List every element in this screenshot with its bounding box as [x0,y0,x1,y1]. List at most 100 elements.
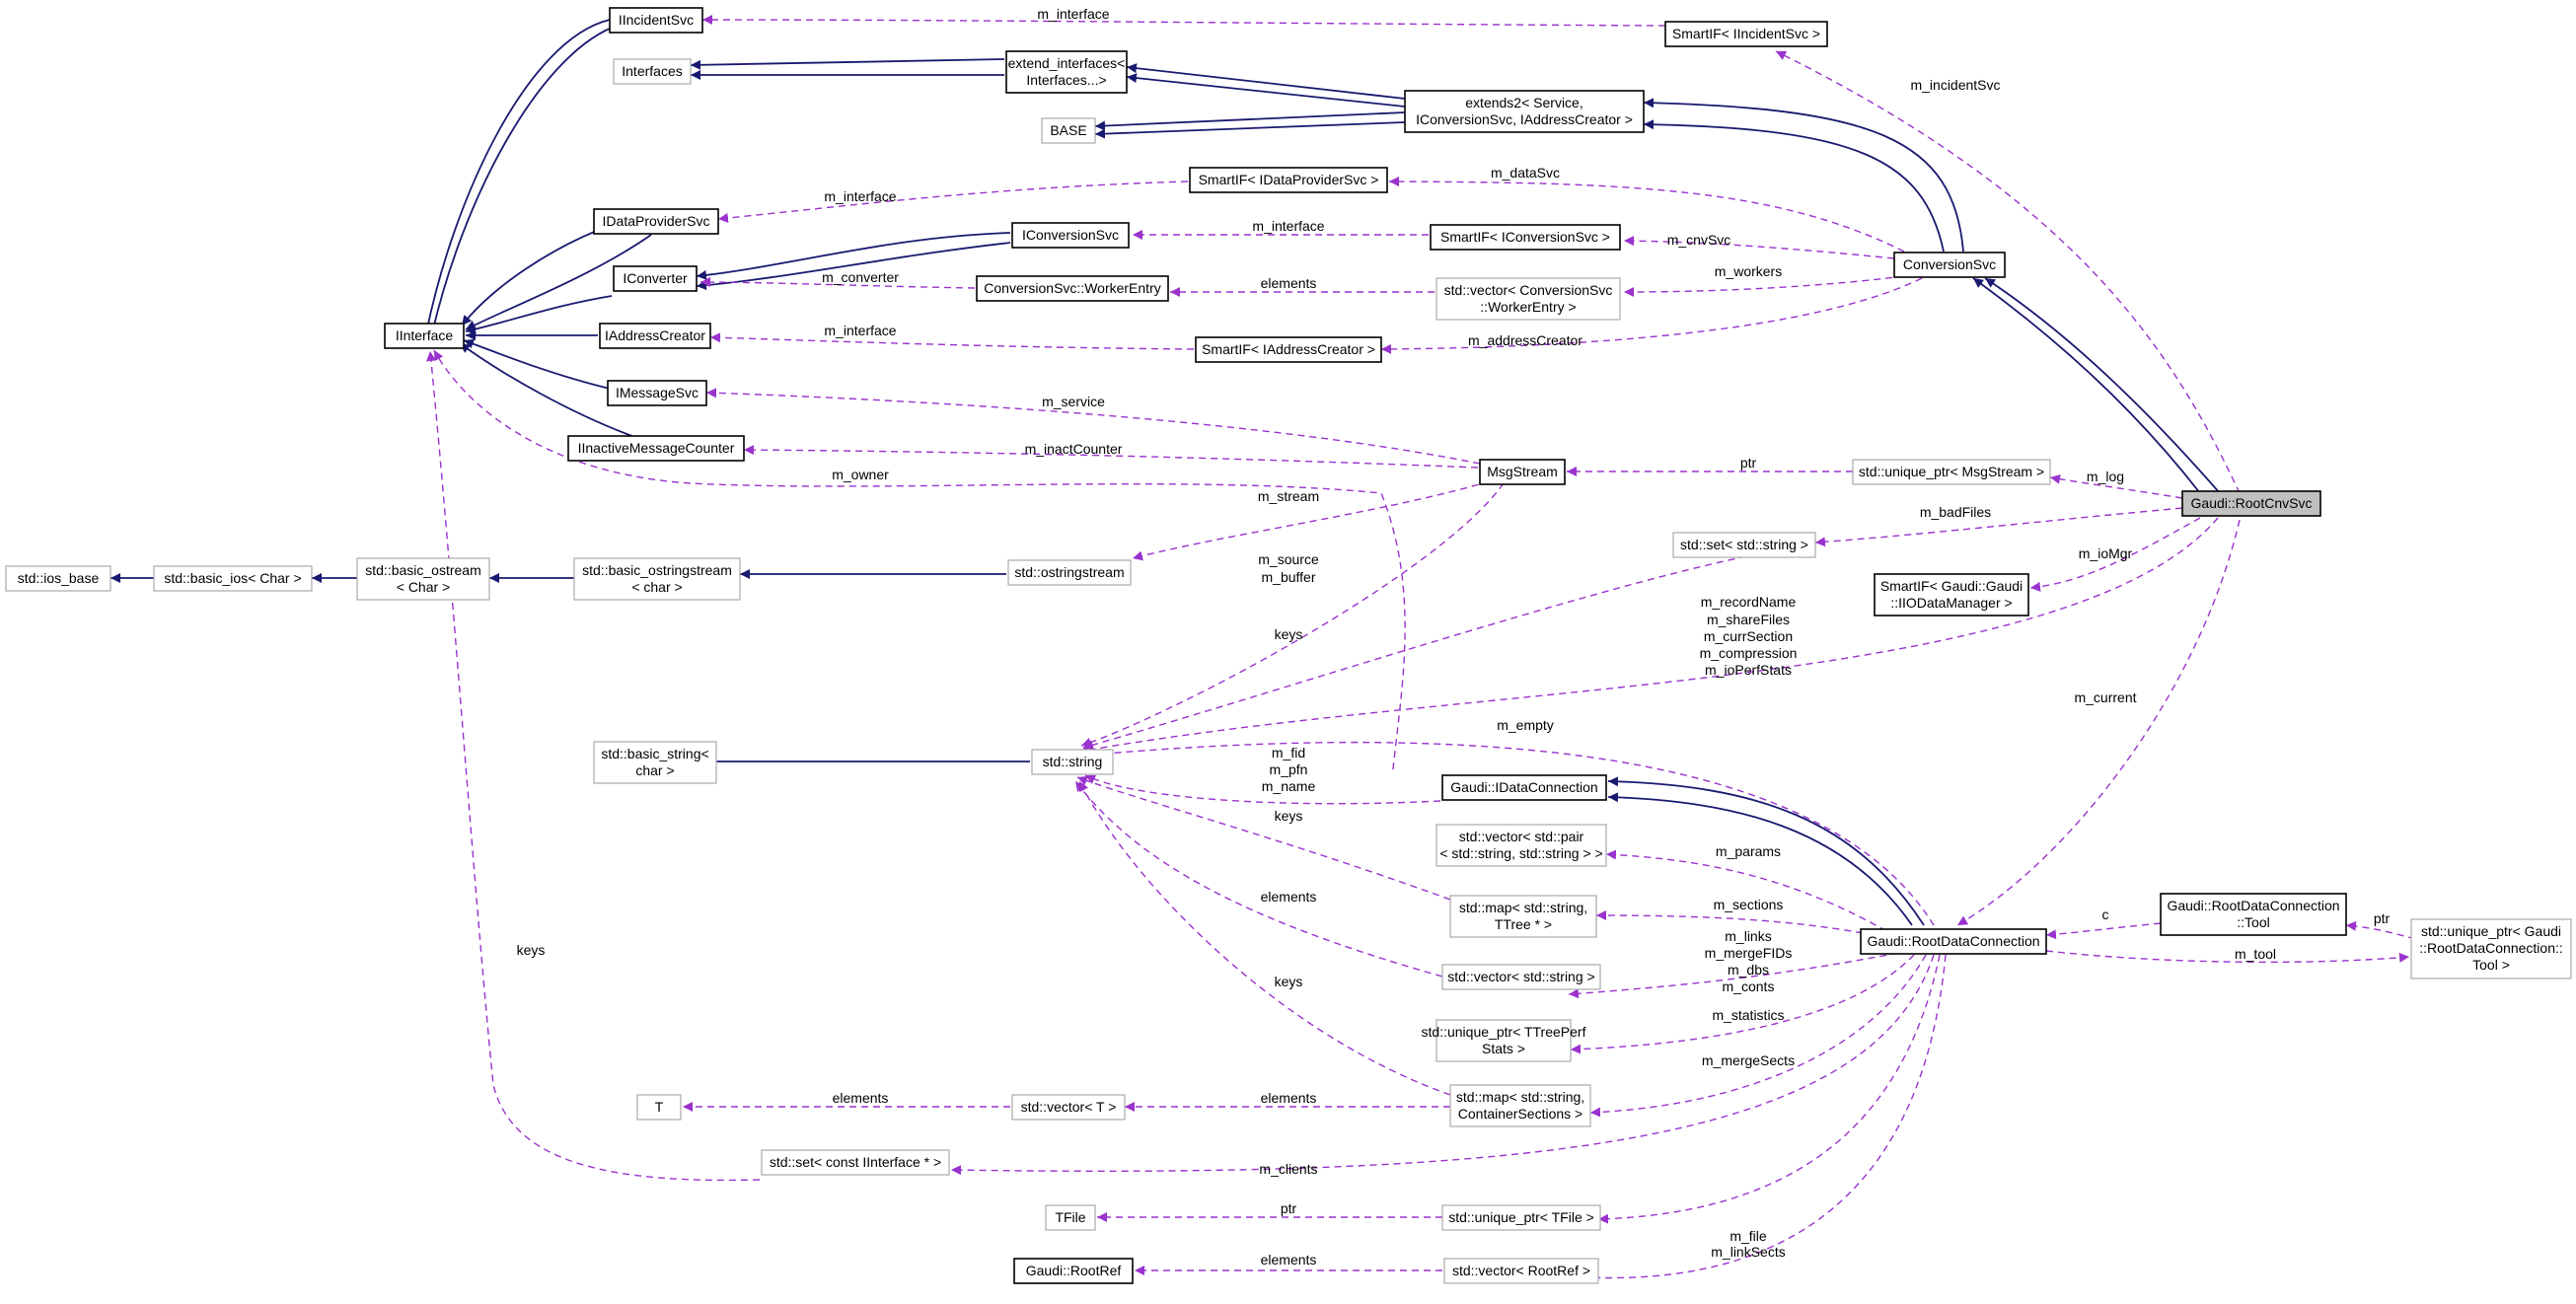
node-basic-ostringstream[interactable]: std::basic_ostringstream < char > [573,557,741,601]
label-elements-T: elements [833,1090,889,1106]
node-unique-ptr-tfile[interactable]: std::unique_ptr< TFile > [1441,1204,1601,1231]
node-rootdataconnection-label: Gaudi::RootDataConnection [1867,933,2039,949]
label-m-statistics: m_statistics [1712,1007,1784,1023]
node-iinactivemessagecounter-label: IInactiveMessageCounter [578,440,735,456]
label-m-badfiles: m_badFiles [1920,504,1991,520]
label-elements-vecstr: elements [1261,889,1317,905]
node-basic-ostream-label-2: < Char > [397,579,450,595]
edge-extends2-base-a [1094,111,1406,131]
node-msgstream-label: MsgStream [1487,464,1558,479]
node-base[interactable]: BASE [1041,117,1096,144]
node-extends2[interactable]: extends2< Service, IConversionSvc, IAddr… [1404,90,1645,133]
node-iconverter[interactable]: IConverter [613,265,698,292]
edge-m-fid-pfn-name [1084,774,1441,805]
edge-m-addresscreator [1380,277,1923,354]
label-m-params: m_params [1716,843,1781,859]
node-string[interactable]: std::string [1031,749,1114,775]
node-iincidentsvc-label: IIncidentSvc [619,12,694,28]
node-conversionsvc[interactable]: ConversionSvc [1893,252,2006,278]
label-m-iomgr: m_ioMgr [2079,545,2133,561]
node-rootcnvsvc-label: Gaudi::RootCnvSvc [2191,495,2313,511]
label-m-source: m_source [1258,551,1319,567]
node-vector-string[interactable]: std::vector< std::string > [1441,964,1601,990]
node-tool[interactable]: Gaudi::RootDataConnection ::Tool [2160,893,2347,936]
node-vector-pair-label-1: std::vector< std::pair [1459,829,1584,844]
node-set-string[interactable]: std::set< std::string > [1672,532,1816,558]
edge-m-owner [433,349,1406,770]
node-unique-ptr-msgstream[interactable]: std::unique_ptr< MsgStream > [1852,459,2051,485]
node-basic-ios[interactable]: std::basic_ios< Char > [153,565,313,592]
label-m-interface-addr: m_interface [824,323,896,338]
node-unique-ptr-tool[interactable]: std::unique_ptr< Gaudi ::RootDataConnect… [2410,918,2572,979]
edge-m-empty [1082,741,1935,926]
edge-m-mergesects [1589,954,1927,1118]
node-idataconnection[interactable]: Gaudi::IDataConnection [1441,774,1607,801]
node-map-ttree[interactable]: std::map< std::string, TTree * > [1449,895,1597,938]
node-base-label: BASE [1050,122,1086,138]
node-vector-pair[interactable]: std::vector< std::pair < std::string, st… [1435,824,1607,867]
node-imessagesvc[interactable]: IMessageSvc [607,380,707,406]
node-interfaces[interactable]: Interfaces [613,58,692,85]
edge-dataprov-iinterface [461,224,613,326]
node-smartif-iconversionsvc[interactable]: SmartIF< IConversionSvc > [1430,224,1621,251]
label-m-inactcounter: m_inactCounter [1025,441,1123,457]
label-m-recordname: m_recordName [1701,594,1797,610]
edge-rootdataconn-idataconn-b [1607,792,1913,926]
node-rootdataconnection[interactable]: Gaudi::RootDataConnection [1860,928,2047,955]
node-ostringstream[interactable]: std::ostringstream [1007,559,1132,586]
node-smartif-idataprovidersvc[interactable]: SmartIF< IDataProviderSvc > [1189,167,1388,193]
node-vector-workerentry[interactable]: std::vector< ConversionSvc ::WorkerEntry… [1435,277,1621,321]
node-t-label: T [655,1099,664,1115]
node-iaddresscreator-label: IAddressCreator [605,327,705,343]
edge-keys-map-tree [1076,775,1451,901]
node-extend-interfaces[interactable]: extend_interfaces< Interfaces...> [1005,50,1128,94]
node-smartif-iiodatamanager-label-1: SmartIF< Gaudi::Gaudi [1880,578,2023,594]
edge-imessagesvc-iinterface [463,338,611,390]
node-iinterface[interactable]: IInterface [384,323,465,349]
node-interfaces-label: Interfaces [622,63,682,79]
edge-m-service [705,388,1481,465]
node-map-containersections-label-1: std::map< std::string, [1456,1089,1584,1105]
node-extend-interfaces-label-2: Interfaces...> [1026,72,1106,88]
node-idataprovidersvc[interactable]: IDataProviderSvc [593,208,719,235]
node-ostringstream-label: std::ostringstream [1014,564,1124,580]
label-m-mergefids: m_mergeFIDs [1705,945,1793,961]
label-m-currsection: m_currSection [1704,628,1793,644]
node-unique-ptr-tool-label-3: Tool > [2472,957,2510,973]
node-iconversionsvc[interactable]: IConversionSvc [1011,222,1130,249]
node-msgstream[interactable]: MsgStream [1479,459,1566,485]
node-set-iinterface[interactable]: std::set< const IInterface * > [761,1149,950,1176]
node-ios-base[interactable]: std::ios_base [5,565,111,592]
node-unique-ptr-tool-label-1: std::unique_ptr< Gaudi [2421,923,2561,939]
label-m-datasvc: m_dataSvc [1491,165,1560,181]
node-map-containersections[interactable]: std::map< std::string, ContainerSections… [1449,1084,1591,1127]
label-keys-map-tree: keys [1275,808,1303,824]
node-idataprovidersvc-label: IDataProviderSvc [603,213,710,229]
edge-m-interface-addr [709,332,1195,350]
node-extend-interfaces-label-1: extend_interfaces< [1008,55,1126,71]
node-rootcnvsvc[interactable]: Gaudi::RootCnvSvc [2181,490,2321,517]
node-iaddresscreator[interactable]: IAddressCreator [599,323,711,349]
edge-m-cnvsvc [1623,236,1895,259]
node-t[interactable]: T [636,1094,682,1121]
node-tfile[interactable]: TFile [1045,1204,1096,1231]
edge-m-current [1956,519,2241,926]
node-smartif-iaddresscreator[interactable]: SmartIF< IAddressCreator > [1195,336,1382,363]
node-unique-ptr-ttreeperf[interactable]: std::unique_ptr< TTreePerf Stats > [1422,1019,1586,1062]
node-workerentry[interactable]: ConversionSvc::WorkerEntry [976,275,1169,302]
node-vector-t[interactable]: std::vector< T > [1011,1094,1126,1121]
node-basic-string[interactable]: std::basic_string< char > [593,741,717,784]
node-iincidentsvc[interactable]: IIncidentSvc [609,7,703,34]
node-iconverter-label: IConverter [623,270,688,286]
node-smartif-iiodatamanager[interactable]: SmartIF< Gaudi::Gaudi ::IIODataManager > [1874,573,2029,616]
node-basic-string-label-2: char > [635,762,674,778]
label-m-converter: m_converter [822,269,899,285]
node-smartif-iincidentsvc[interactable]: SmartIF< IIncidentSvc > [1664,21,1828,47]
node-rootref-label: Gaudi::RootRef [1026,1263,1122,1278]
node-basic-ostream[interactable]: std::basic_ostream < Char > [356,557,490,601]
label-m-incidentsvc: m_incidentSvc [1910,77,2000,93]
node-vector-rootref[interactable]: std::vector< RootRef > [1443,1258,1599,1284]
node-iinactivemessagecounter[interactable]: IInactiveMessageCounter [567,435,745,462]
node-unique-ptr-msgstream-label: std::unique_ptr< MsgStream > [1859,464,2044,479]
node-rootref[interactable]: Gaudi::RootRef [1013,1258,1134,1284]
